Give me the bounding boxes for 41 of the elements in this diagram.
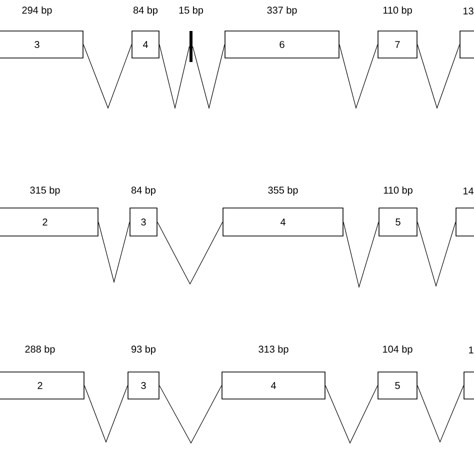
size-label: 93 bp <box>132 345 156 355</box>
size-label: 110 bp <box>384 186 412 196</box>
size-label: 110 bp <box>383 6 412 16</box>
exon-box: 4 <box>132 30 160 58</box>
exon-box: 2 <box>0 372 84 400</box>
intron-line <box>339 44 378 110</box>
size-label: 294 bp <box>22 6 52 16</box>
size-label: 84 bp <box>133 6 158 16</box>
size-label: 13 <box>464 7 474 15</box>
intron-line <box>417 222 456 288</box>
exon-box: 3 <box>128 372 160 400</box>
exon-box: 7 <box>378 30 418 58</box>
exon-box: 4 <box>222 372 326 400</box>
size-label: 1 <box>469 346 474 354</box>
intron-line <box>343 222 379 288</box>
intron-line <box>98 222 130 284</box>
intron-line <box>192 44 225 110</box>
intron-line <box>84 385 128 443</box>
size-label: 355 bp <box>268 186 298 196</box>
exon-box: 5 <box>378 372 418 400</box>
size-label: 313 bp <box>258 345 288 355</box>
intron-line <box>159 44 190 110</box>
size-label: 84 bp <box>131 186 156 196</box>
exon-box: 3 <box>0 30 84 58</box>
size-label: 337 bp <box>267 6 297 16</box>
intron-line <box>417 44 460 109</box>
intron-line <box>83 44 132 109</box>
size-label: 104 bp <box>383 345 412 355</box>
exon-box: 3 <box>130 208 158 236</box>
intron-line <box>159 385 222 444</box>
intron-line <box>325 385 378 444</box>
size-label: 315 bp <box>30 186 60 196</box>
exon-box: 2 <box>0 208 98 236</box>
exon-box: 4 <box>222 208 344 236</box>
exon-box: 6 <box>224 30 340 58</box>
size-label: 15 bp <box>179 6 204 16</box>
size-label: 14 <box>464 188 474 194</box>
size-label: 288 bp <box>25 345 55 355</box>
exon-box: 5 <box>378 208 418 236</box>
intron-line <box>417 385 464 443</box>
intron-line <box>157 222 223 285</box>
